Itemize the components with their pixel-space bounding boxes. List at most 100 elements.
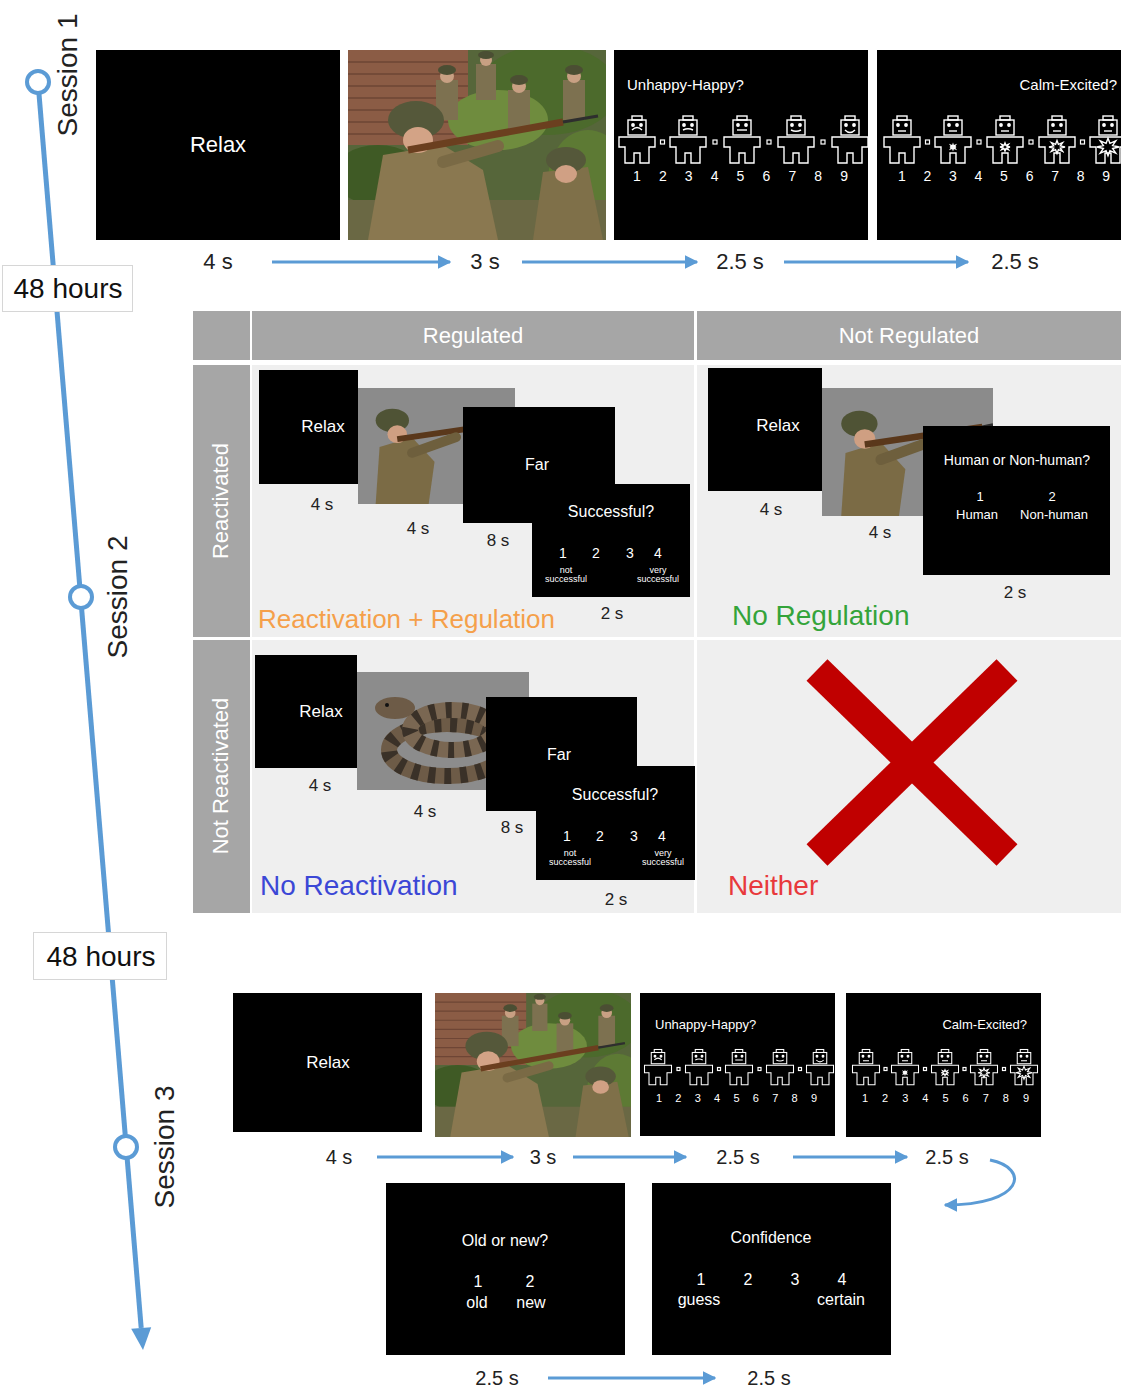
- screen-box: Human or Non-human?12HumanNon-human: [923, 426, 1110, 575]
- interval-box: 48 hours: [33, 932, 167, 980]
- sam-figure-part: [1017, 1053, 1031, 1064]
- sam-figure-part: [791, 130, 801, 131]
- condition-label: No Regulation: [732, 600, 909, 632]
- sam-figure-part: [726, 1065, 753, 1085]
- sam-figure-part: [691, 124, 693, 126]
- sam-figure-part: [868, 1055, 870, 1057]
- screen-text: Relax: [190, 132, 246, 157]
- sequence-arrows-part: [522, 261, 697, 264]
- screen-box: Confidence1234guesscertain: [652, 1183, 891, 1355]
- duration-label: 8 s: [501, 818, 524, 838]
- sam-figure-part: [898, 1053, 912, 1064]
- sam-figure-part: [1026, 1055, 1028, 1057]
- screen-box: Unhappy-Happy?1 2 3 4 5 6 7 8 9: [614, 50, 868, 240]
- sam-figure-part: [853, 124, 855, 126]
- screen-text: 3: [630, 828, 638, 844]
- sam-figure-part: [897, 124, 899, 126]
- screen-text: 1 2 3 4 5 6 7 8 9: [898, 168, 1110, 184]
- sam-figure-part: [632, 124, 634, 126]
- sequence-arrows-part: [784, 261, 968, 264]
- sequence-arrows-part: [548, 1377, 715, 1380]
- sam-figure-part: [816, 1060, 824, 1062]
- scale-dot: [718, 1068, 721, 1071]
- screen-text: 3: [626, 545, 634, 561]
- sam-figure-part: [996, 120, 1014, 135]
- sam-figure: [935, 116, 971, 163]
- sam-figure: [767, 1050, 794, 1085]
- red-cross-part: [817, 670, 1007, 855]
- header-band: Not Regulated: [697, 311, 1121, 360]
- sam-scale: [640, 993, 835, 1136]
- sam-figure-part: [1104, 130, 1112, 131]
- screen-text: 1: [559, 545, 567, 561]
- duration-label: 2 s: [601, 604, 624, 624]
- sam-figure-part: [892, 1065, 919, 1085]
- sam-figure-part: [741, 1055, 743, 1057]
- scale-dot: [1081, 140, 1085, 144]
- sam-figure-part: [845, 124, 847, 126]
- sam-figure: [670, 116, 706, 163]
- screen-text: Far: [525, 456, 549, 474]
- sam-figure-part: [938, 1053, 952, 1064]
- session-label: Session 1: [52, 14, 84, 137]
- screen-text: Human or Non-human?: [944, 452, 1090, 468]
- screen-box: Relax: [255, 655, 357, 768]
- screen-text: 4: [654, 545, 662, 561]
- sam-figure-part: [845, 130, 855, 133]
- sam-figure-part: [1016, 1066, 1033, 1079]
- screen-text: Relax: [306, 1053, 349, 1073]
- duration-label: 2.5 s: [991, 249, 1039, 274]
- scale-dot: [1003, 1068, 1006, 1071]
- sam-figure-part: [651, 1053, 665, 1064]
- sam-figure-part: [695, 1059, 703, 1061]
- session-dot: [70, 586, 92, 608]
- screen-text: Far: [547, 746, 571, 764]
- sam-figure-part: [813, 1053, 827, 1064]
- sam-figure-part: [735, 1059, 743, 1060]
- sam-figure-part: [683, 129, 693, 130]
- duration-label: 4 s: [760, 500, 783, 520]
- sam-figure-part: [981, 1060, 987, 1061]
- sam-figure-part: [1053, 130, 1061, 131]
- screen-text: Human: [956, 508, 998, 523]
- header-band: Reactivated: [193, 365, 250, 637]
- sam-figure-part: [776, 1059, 784, 1061]
- screen-box: Successful?1234not successfulvery succes…: [532, 484, 690, 597]
- sam-figure-part: [944, 120, 962, 135]
- screen-box: Calm-Excited?1 2 3 4 5 6 7 8 9: [877, 50, 1121, 240]
- sam-figure-part: [1103, 124, 1105, 126]
- sam-figure-part: [1099, 120, 1117, 135]
- sam-figure-part: [950, 145, 956, 150]
- sam-figure: [884, 116, 920, 163]
- sam-figure-part: [941, 1070, 949, 1076]
- sam-figure: [892, 1050, 919, 1085]
- sam-figure-part: [853, 1065, 880, 1085]
- sam-figure-part: [907, 1055, 909, 1057]
- interval-box: 48 hours: [2, 265, 133, 312]
- duration-label: 2 s: [605, 890, 628, 910]
- scale-dot: [713, 140, 717, 144]
- scale-dot: [926, 140, 930, 144]
- sam-figure-part: [776, 1055, 778, 1057]
- screen-box: Old or new?12oldnew: [386, 1183, 625, 1355]
- stimulus-photo: [333, 45, 628, 240]
- screen-text: very successful: [630, 566, 686, 585]
- screen-text: 4: [838, 1271, 847, 1289]
- screen-text: 2: [592, 545, 600, 561]
- table-corner: [193, 311, 250, 360]
- screen-box: Calm-Excited?1 2 3 4 5 6 7 8 9: [846, 993, 1041, 1137]
- sam-figure-part: [935, 137, 971, 163]
- sam-figure-part: [942, 1060, 948, 1061]
- scale-dot: [821, 140, 825, 144]
- sam-figure-part: [947, 1055, 949, 1057]
- sam-figure-part: [787, 120, 805, 135]
- screen-text: 1 2 3 4 5 6 7 8 9: [633, 168, 848, 184]
- screen-text: 2: [526, 1273, 535, 1291]
- sam-figure-part: [782, 1055, 784, 1057]
- sam-figure-part: [619, 137, 655, 163]
- sam-figure-part: [862, 1055, 864, 1057]
- sam-figure-part: [932, 1065, 959, 1085]
- sam-figure: [724, 116, 760, 163]
- sam-figure-part: [977, 1053, 991, 1064]
- screen-text: Unhappy-Happy?: [655, 1018, 756, 1033]
